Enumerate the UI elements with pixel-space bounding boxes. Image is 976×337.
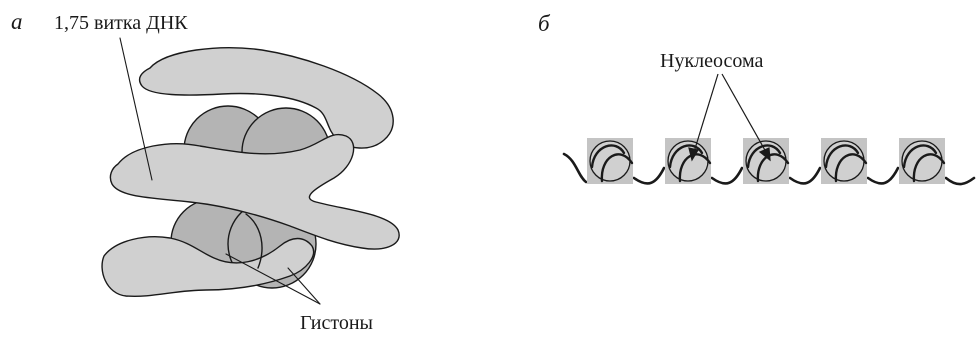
histone-core: [667, 140, 709, 182]
nucleosome-arrowhead: [688, 147, 699, 162]
histones-label: Гистоны: [300, 312, 373, 334]
dna-wrap: [902, 144, 946, 183]
nucleosome: [899, 138, 946, 184]
nucleosome-pointer: [721, 73, 767, 153]
histones-label-pointer: [225, 253, 321, 305]
nucleosome-pointer: [693, 73, 719, 153]
nucleosome-arrowhead: [758, 147, 771, 162]
histone-core: [745, 140, 787, 182]
dna-turns-label: 1,75 витка ДНК: [54, 12, 188, 34]
histones-label-pointer: [287, 267, 321, 305]
dna-wrap: [824, 144, 868, 183]
nucleosome-label: Нуклеосома: [660, 50, 764, 72]
nucleosome: [587, 138, 634, 184]
panel-a-letter: а: [11, 9, 23, 34]
panel-b-letter: б: [538, 11, 550, 36]
dna-band-bottom: [101, 236, 315, 298]
histone-disc-edge: [245, 213, 263, 269]
dna-linker: [562, 152, 976, 186]
nucleosome: [743, 138, 790, 184]
dna-wrap: [590, 144, 634, 183]
nucleosome: [821, 138, 868, 184]
dna-label-pointer: [119, 37, 153, 181]
histone-core: [823, 140, 865, 182]
dna-wrap: [668, 144, 712, 183]
nucleosome: [665, 138, 712, 184]
histone-core: [901, 140, 943, 182]
histone-core: [589, 140, 631, 182]
dna-band-middle: [109, 133, 400, 250]
